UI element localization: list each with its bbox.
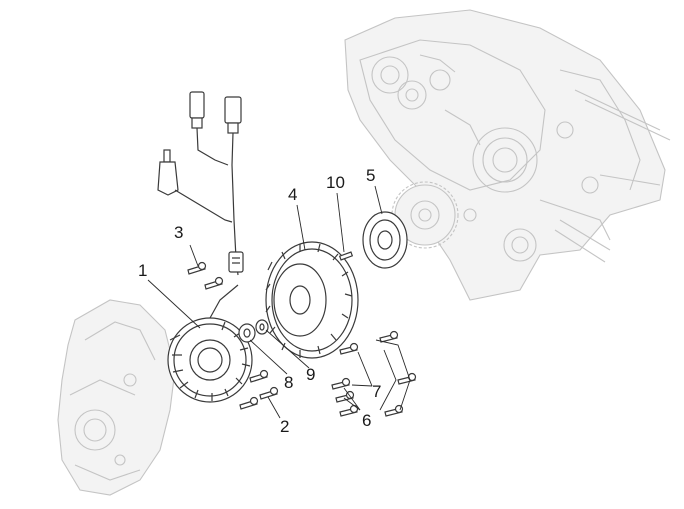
callout-2: 2	[280, 417, 290, 436]
callout-1: 1	[138, 261, 148, 280]
wiring-harness	[157, 91, 244, 276]
drive-gear	[391, 181, 459, 249]
washer-and-nut	[238, 319, 269, 343]
callout-10: 10	[326, 173, 345, 192]
callout-4: 4	[288, 185, 298, 204]
callout-3: 3	[174, 223, 184, 242]
callout-7: 7	[372, 382, 382, 401]
key-pin	[338, 251, 354, 261]
callout-6: 6	[362, 411, 372, 430]
callout-8: 8	[284, 373, 294, 392]
leader-lines	[147, 185, 411, 419]
screws	[187, 261, 417, 417]
engine-casing-right	[344, 9, 671, 301]
callout-9: 9	[306, 365, 316, 384]
callout-5: 5	[366, 166, 376, 185]
flywheel	[265, 241, 359, 359]
engine-casing-left	[57, 299, 176, 496]
starter-clutch	[362, 211, 408, 269]
stator	[167, 284, 253, 403]
